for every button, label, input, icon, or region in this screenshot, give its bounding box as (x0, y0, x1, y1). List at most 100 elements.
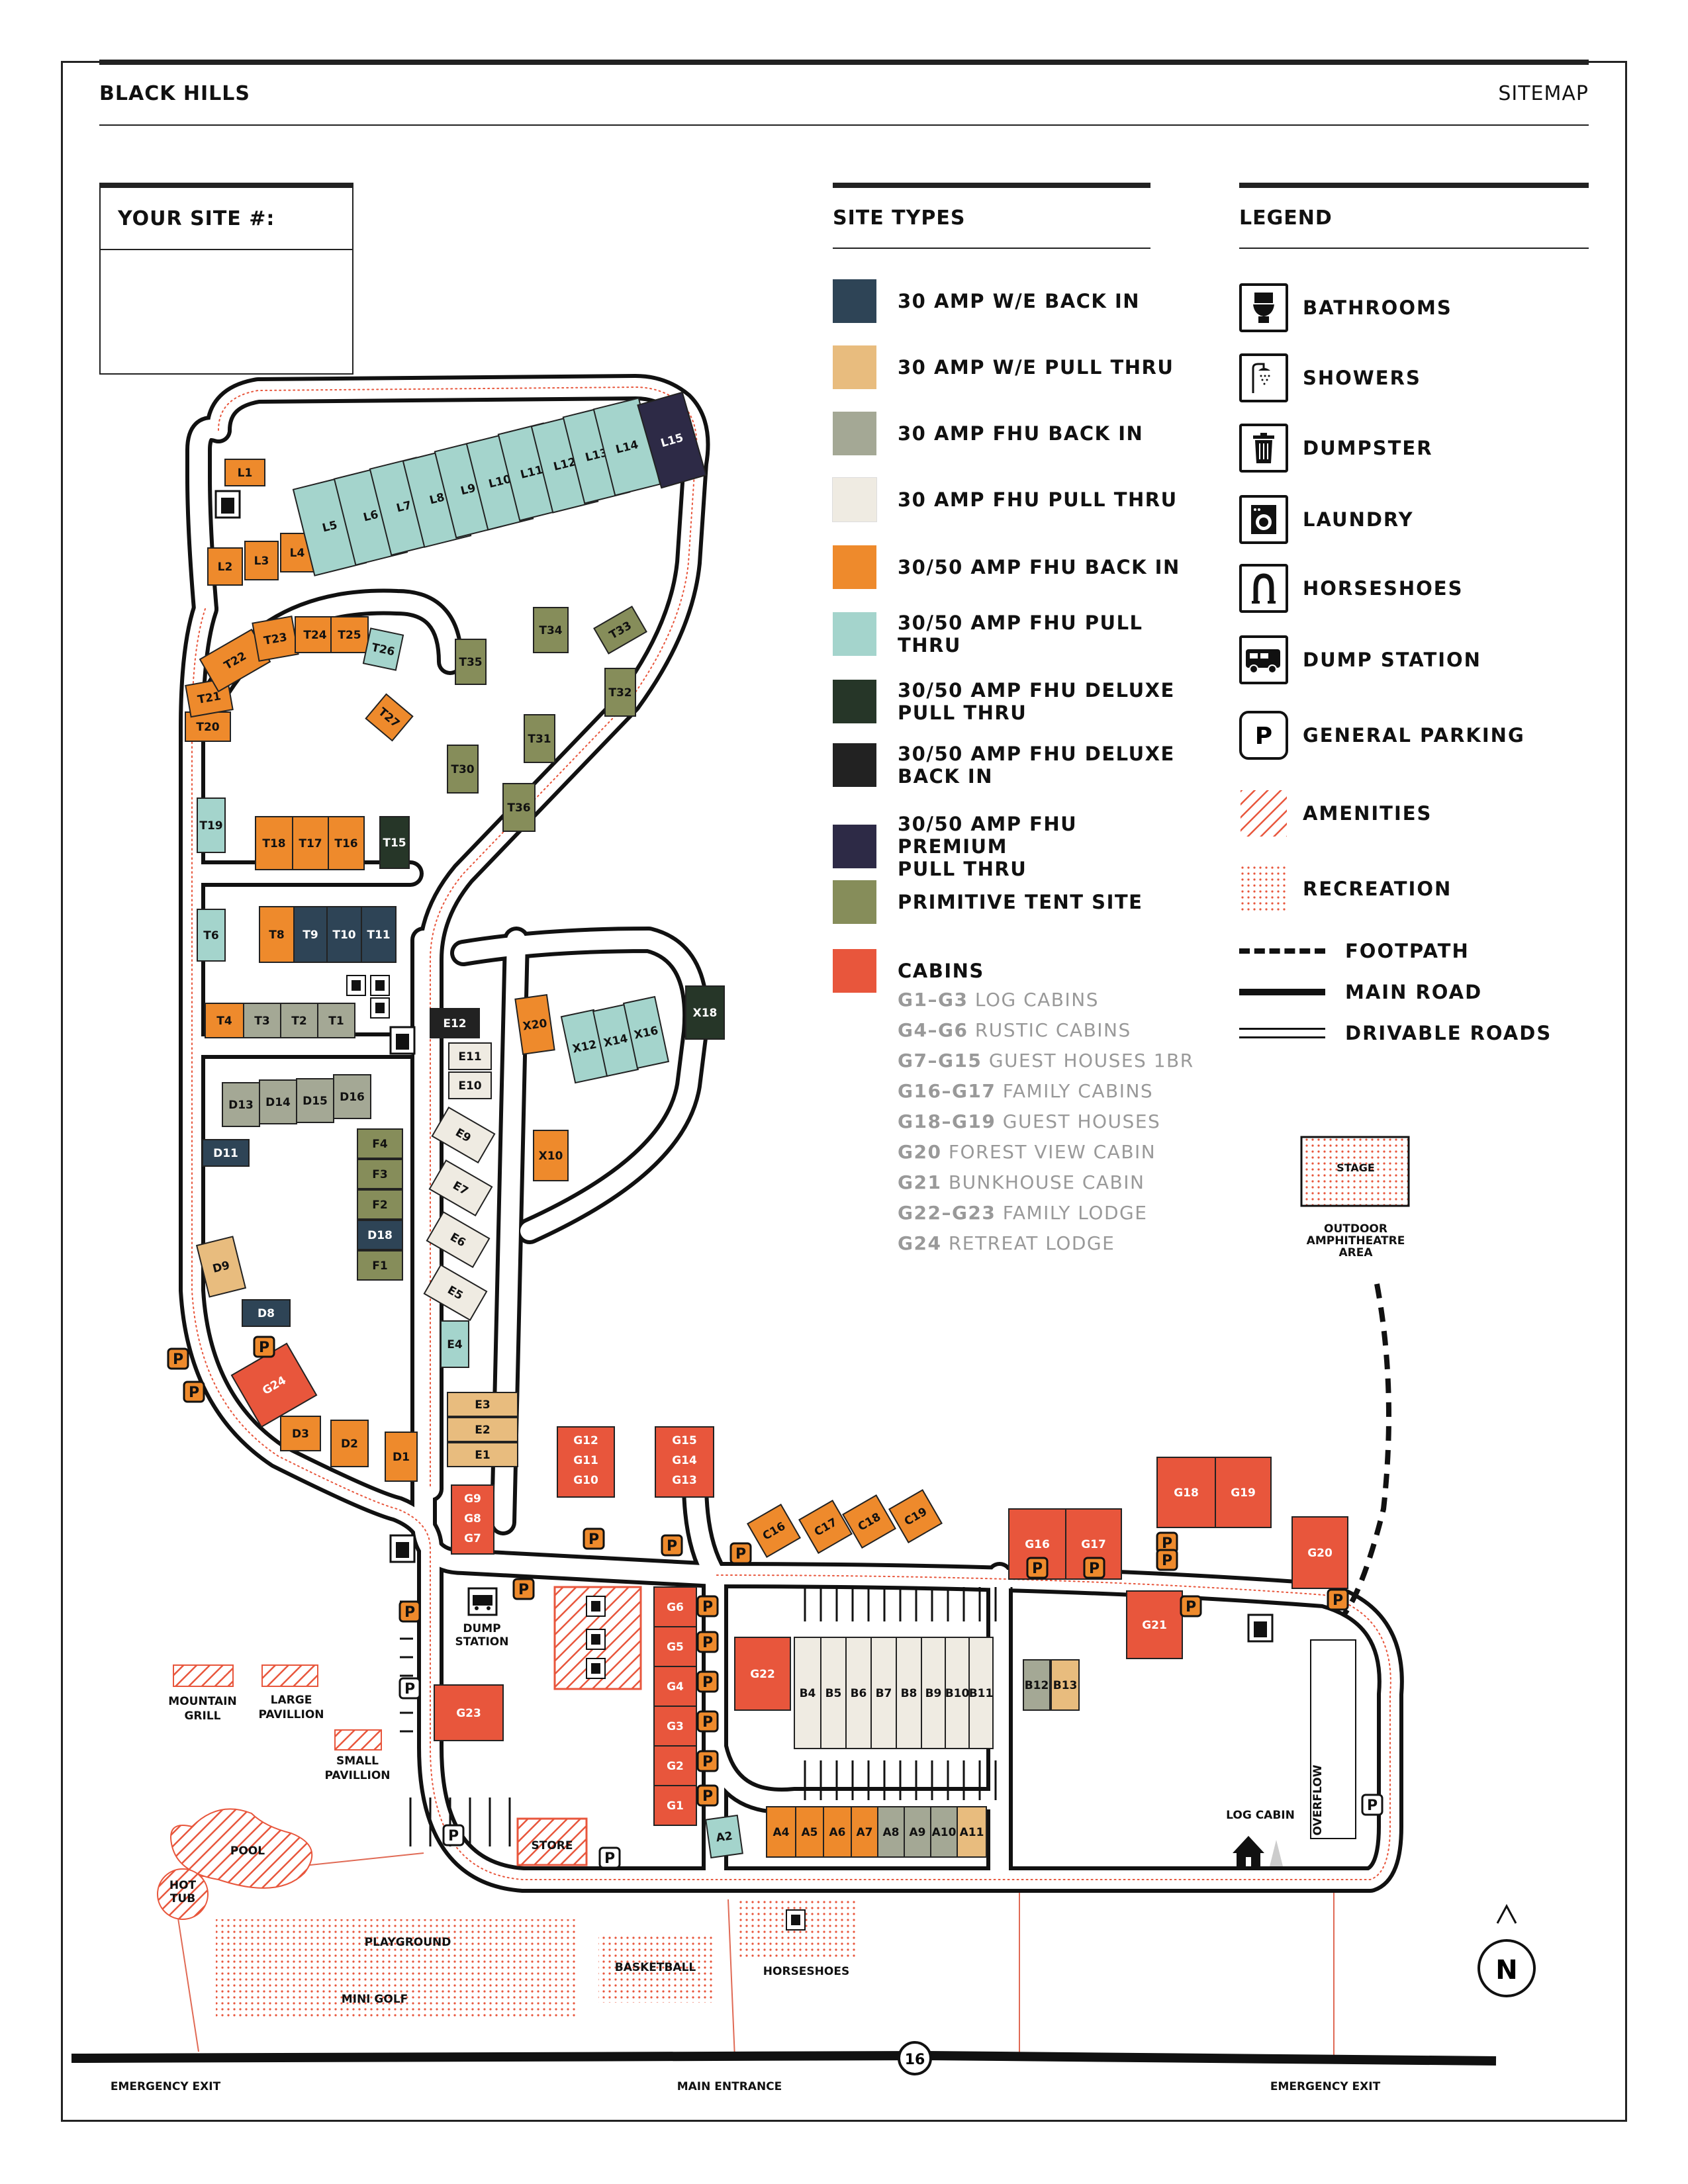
site-b12[interactable]: B12 (1023, 1659, 1051, 1711)
site-g19[interactable]: G19 (1215, 1457, 1272, 1528)
site-d9[interactable]: D9 (195, 1236, 247, 1298)
site-g6[interactable]: G6 (653, 1586, 697, 1627)
site-pad[interactable] (685, 985, 725, 1040)
site-pad[interactable] (330, 616, 369, 653)
site-t19[interactable]: T19 (197, 797, 226, 853)
site-pad[interactable] (328, 816, 365, 870)
site-d2[interactable]: D2 (330, 1420, 369, 1467)
site-e5[interactable]: E5 (423, 1263, 488, 1322)
site-t3[interactable]: T3 (243, 1003, 281, 1038)
site-t36[interactable]: T36 (502, 783, 536, 832)
site-pad[interactable] (653, 1745, 697, 1786)
site-pad[interactable] (280, 1416, 321, 1451)
site-a10[interactable]: A10 (930, 1806, 958, 1858)
site-pad[interactable] (207, 547, 243, 586)
site-pad[interactable] (904, 1806, 931, 1858)
site-a5[interactable]: A5 (795, 1806, 824, 1858)
site-t34[interactable]: T34 (533, 607, 569, 653)
site-pad[interactable] (968, 1637, 994, 1749)
playground-minigolf-area[interactable] (216, 1919, 576, 2017)
site-l1[interactable]: L1 (224, 459, 265, 486)
site-b10[interactable]: B10 (945, 1637, 970, 1749)
site-a8[interactable]: A8 (877, 1806, 905, 1858)
site-pad[interactable] (430, 1008, 480, 1038)
stage-area[interactable] (1300, 1136, 1410, 1207)
site-pad[interactable] (877, 1806, 905, 1858)
site-x18[interactable]: X18 (685, 985, 725, 1040)
site-pad[interactable] (637, 391, 707, 489)
site-pad[interactable] (514, 993, 555, 1056)
site-b9[interactable]: B9 (921, 1637, 946, 1749)
your-site-box[interactable]: YOUR SITE #: (99, 183, 353, 375)
site-pad[interactable] (593, 606, 647, 655)
site-e10[interactable]: E10 (448, 1071, 492, 1099)
site-t22[interactable]: T22 (199, 628, 271, 693)
site-e11[interactable]: E11 (448, 1042, 492, 1070)
site-pad[interactable] (434, 1684, 504, 1741)
basketball-area[interactable] (598, 1934, 715, 2003)
site-pad[interactable] (734, 1637, 791, 1711)
site-pad[interactable] (195, 1236, 247, 1298)
site-b7[interactable]: B7 (870, 1637, 897, 1749)
site-b6[interactable]: B6 (845, 1637, 872, 1749)
site-c18[interactable]: C18 (842, 1494, 896, 1549)
site-t26[interactable]: T26 (362, 627, 404, 671)
site-pad[interactable] (317, 1003, 355, 1038)
site-a6[interactable]: A6 (823, 1806, 852, 1858)
site-pad[interactable] (426, 1210, 491, 1269)
site-pad[interactable] (557, 1426, 615, 1498)
site-b8[interactable]: B8 (896, 1637, 922, 1749)
site-d16[interactable]: D16 (333, 1074, 371, 1119)
site-x20[interactable]: X20 (514, 993, 555, 1056)
site-pad[interactable] (423, 1263, 488, 1322)
site-d13[interactable]: D13 (222, 1082, 260, 1127)
site-pad[interactable] (259, 1079, 297, 1124)
site-g20[interactable]: G20 (1291, 1516, 1348, 1589)
site-pad[interactable] (705, 1814, 743, 1859)
site-pad[interactable] (440, 1320, 469, 1368)
site-g16[interactable]: G16 (1008, 1508, 1066, 1580)
site-t23[interactable]: T23 (252, 615, 299, 662)
site-l15[interactable]: L15 (637, 391, 707, 489)
site-pad[interactable] (244, 541, 279, 580)
site-pad[interactable] (1126, 1590, 1183, 1659)
site-pad[interactable] (255, 816, 293, 870)
site-pad[interactable] (357, 1128, 403, 1159)
site-d14[interactable]: D14 (259, 1079, 297, 1124)
site-pad[interactable] (945, 1637, 970, 1749)
large-pavillion-area[interactable] (261, 1664, 318, 1687)
site-pad[interactable] (622, 995, 670, 1069)
site-t11[interactable]: T11 (361, 906, 397, 963)
site-f1[interactable]: F1 (357, 1250, 403, 1281)
site-pad[interactable] (222, 1082, 260, 1127)
site-t31[interactable]: T31 (524, 714, 555, 763)
site-pad[interactable] (653, 1586, 697, 1627)
site-a9[interactable]: A9 (904, 1806, 931, 1858)
site-pad[interactable] (1156, 1457, 1216, 1528)
site-f2[interactable]: F2 (357, 1189, 403, 1220)
site-pad[interactable] (431, 1106, 496, 1164)
site-pad[interactable] (870, 1637, 897, 1749)
site-pad[interactable] (357, 1189, 403, 1220)
site-pad[interactable] (447, 745, 479, 794)
site-pad[interactable] (448, 1071, 492, 1099)
site-pad[interactable] (447, 1392, 518, 1417)
site-d11[interactable]: D11 (202, 1139, 250, 1167)
site-g2[interactable]: G2 (653, 1745, 697, 1786)
site-f3[interactable]: F3 (357, 1159, 403, 1189)
site-pad[interactable] (747, 1504, 801, 1558)
site-pad[interactable] (379, 816, 410, 869)
site-t18[interactable]: T18 (255, 816, 293, 870)
site-pad[interactable] (655, 1426, 714, 1498)
site-pad[interactable] (842, 1494, 896, 1549)
site-e9[interactable]: E9 (431, 1106, 496, 1164)
site-d1[interactable]: D1 (385, 1432, 418, 1482)
site-pad[interactable] (794, 1637, 821, 1749)
site-t9[interactable]: T9 (293, 906, 328, 963)
site-pad[interactable] (888, 1489, 943, 1543)
site-t10[interactable]: T10 (326, 906, 362, 963)
site-b4[interactable]: B4 (794, 1637, 821, 1749)
site-t8[interactable]: T8 (259, 906, 295, 963)
site-c19[interactable]: C19 (888, 1489, 943, 1543)
